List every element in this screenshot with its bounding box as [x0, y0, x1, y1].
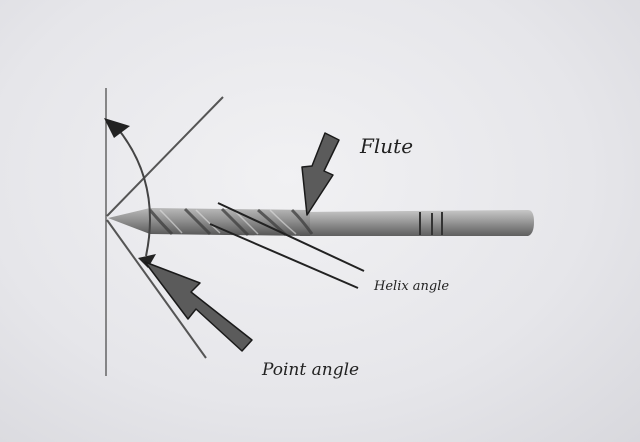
- shank-markings: [419, 212, 443, 235]
- helix-angle-line-lower: [209, 223, 359, 289]
- arc-arrowhead-bottom: [138, 254, 156, 268]
- drill-shank: [300, 210, 534, 236]
- point-angle-lower-line: [106, 219, 207, 359]
- point-angle-label: Point angle: [262, 360, 360, 380]
- point-angle-arc: [113, 123, 151, 257]
- point-angle-upper-line: [106, 96, 224, 217]
- helix-angle-line-upper: [217, 202, 365, 272]
- arc-arrowhead-top: [104, 118, 130, 138]
- flute-arrow: [301, 132, 340, 216]
- flute-label: Flute: [360, 134, 414, 158]
- helix-angle-label: Helix angle: [374, 279, 450, 294]
- point-angle-arrow: [144, 261, 253, 352]
